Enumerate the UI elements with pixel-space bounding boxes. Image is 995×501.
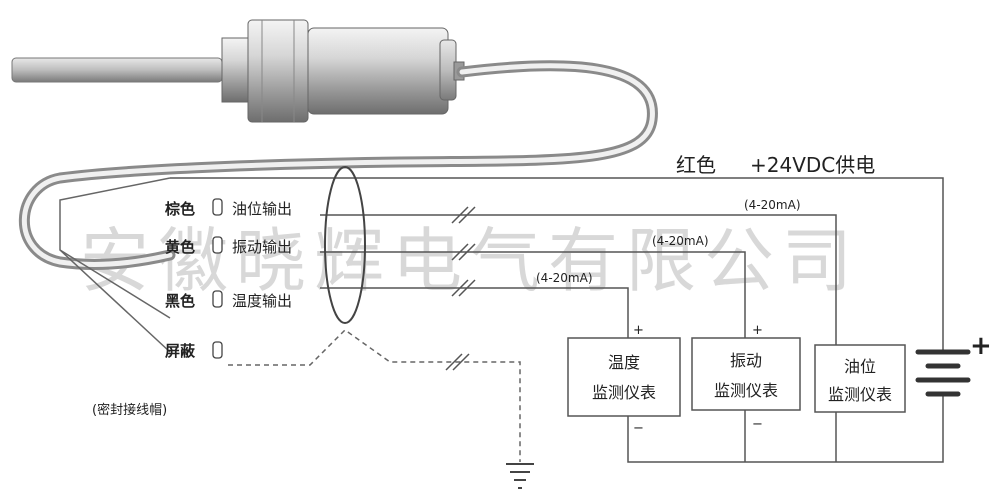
supply-color-label: 红色 (676, 153, 716, 177)
oil-instrument-line2: 监测仪表 (828, 385, 892, 404)
wire-color-label-brown: 棕色 (165, 200, 195, 218)
current-label-oil: (4-20mA) (744, 198, 801, 212)
sensor-probe-icon (11, 19, 465, 123)
vibration-minus-label: − (752, 417, 763, 432)
vibration-plus-label: + (752, 323, 763, 338)
wire-signal-label-vibration: 振动输出 (232, 238, 292, 256)
temperature-instrument-line2: 监测仪表 (592, 383, 656, 402)
wire-color-label-shield: 屏蔽 (165, 342, 196, 360)
temperature-plus-label: + (633, 323, 644, 338)
current-label-vibration: (4-20mA) (652, 234, 709, 248)
temperature-minus-label: − (633, 421, 644, 436)
wire-color-label-black: 黑色 (165, 292, 195, 310)
ground-icon (506, 463, 534, 489)
current-label-temperature: (4-20mA) (536, 271, 593, 285)
battery-plus-label: + (970, 331, 992, 361)
oil-instrument-line1: 油位 (844, 357, 876, 376)
vibration-instrument-line2: 监测仪表 (714, 381, 778, 400)
wire-color-label-yellow: 黄色 (165, 238, 195, 256)
sensor-cable-icon (18, 60, 658, 270)
seal-cap-label: (密封接线帽) (92, 402, 167, 418)
cable-bundle-ring (324, 166, 366, 324)
wire-signal-label-temperature: 温度输出 (232, 292, 292, 310)
wire-fanout (59, 177, 171, 353)
vibration-instrument-line1: 振动 (730, 351, 762, 370)
wire-break-marks (445, 206, 476, 371)
temperature-instrument-box: 温度 监测仪表 (567, 337, 681, 417)
temperature-instrument-line1: 温度 (608, 353, 640, 372)
vibration-instrument-box: 振动 监测仪表 (691, 337, 801, 411)
wire-signal-label-oil: 油位输出 (232, 200, 292, 218)
connector-pin-icons (212, 198, 223, 359)
watermark-text: 安徽晓辉电气有限公司 (80, 220, 860, 302)
oil-level-instrument-box: 油位 监测仪表 (814, 344, 906, 413)
supply-voltage-label: +24VDC供电 (750, 153, 875, 177)
shield-ground-wire (228, 329, 521, 462)
battery-icon (915, 349, 971, 397)
signal-wires (170, 177, 944, 463)
